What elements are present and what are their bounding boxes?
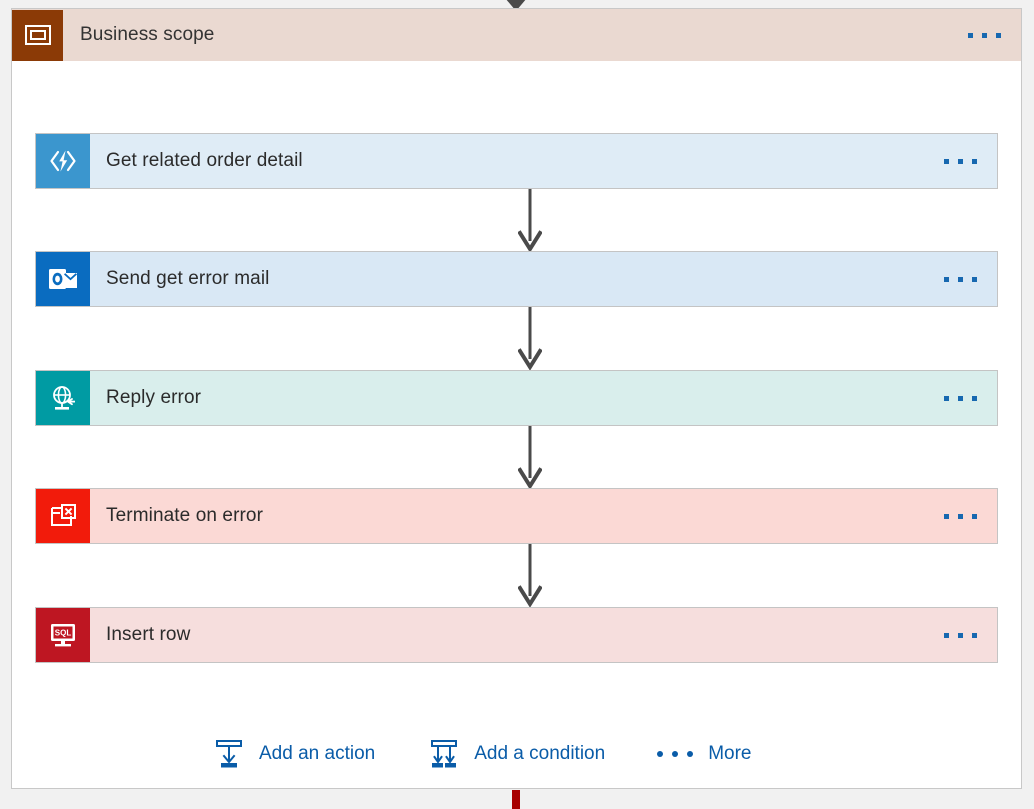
- action-row-get-related-order-detail[interactable]: Get related order detail: [35, 133, 998, 189]
- action-label: Reply error: [106, 387, 202, 408]
- action-row-insert-row[interactable]: SQL Insert row: [35, 607, 998, 663]
- ellipsis-icon: [657, 751, 695, 757]
- scope-title: Business scope: [80, 24, 215, 45]
- action-label: Get related order detail: [106, 150, 303, 171]
- action-ellipsis-menu[interactable]: [944, 632, 997, 638]
- terminate-window-x-icon: [36, 489, 90, 543]
- ellipsis-icon: [968, 32, 1001, 38]
- response-globe-icon: [36, 371, 90, 425]
- action-ellipsis-menu[interactable]: [944, 158, 997, 164]
- connector-arrow: [518, 544, 542, 608]
- add-an-action-button[interactable]: Add an action: [212, 724, 375, 784]
- ellipsis-icon: [944, 632, 977, 638]
- add-a-condition-label: Add a condition: [474, 743, 606, 764]
- action-ellipsis-menu[interactable]: [944, 395, 997, 401]
- action-ellipsis-menu[interactable]: [944, 276, 997, 282]
- outgoing-connector-stub: [512, 790, 520, 809]
- business-scope-container: Business scope Get related order detail: [11, 8, 1022, 789]
- outlook-envelope-icon: [36, 252, 90, 306]
- ellipsis-icon: [944, 276, 977, 282]
- action-row-send-get-error-mail[interactable]: Send get error mail: [35, 251, 998, 307]
- connector-arrow: [518, 307, 542, 371]
- add-condition-icon: [427, 737, 461, 771]
- scope-frame-icon: [12, 9, 63, 61]
- scope-ellipsis-menu[interactable]: [968, 32, 1021, 38]
- incoming-arrowhead-icon: [505, 0, 527, 11]
- ellipsis-icon: [944, 395, 977, 401]
- sql-server-icon: SQL: [36, 608, 90, 662]
- add-an-action-label: Add an action: [259, 743, 376, 764]
- action-ellipsis-menu[interactable]: [944, 513, 997, 519]
- logic-apps-lightning-icon: [36, 134, 90, 188]
- action-row-reply-error[interactable]: Reply error: [35, 370, 998, 426]
- action-row-terminate-on-error[interactable]: Terminate on error: [35, 488, 998, 544]
- connector-arrow: [518, 426, 542, 490]
- add-action-icon: [212, 737, 246, 771]
- more-label: More: [708, 743, 752, 764]
- connector-arrow: [518, 189, 542, 253]
- more-button[interactable]: More: [657, 724, 752, 784]
- ellipsis-icon: [944, 158, 977, 164]
- add-a-condition-button[interactable]: Add a condition: [427, 724, 605, 784]
- svg-text:SQL: SQL: [55, 629, 72, 638]
- scope-actions-toolbar: Add an action Add a condition: [212, 724, 752, 784]
- action-label: Send get error mail: [106, 268, 270, 289]
- ellipsis-icon: [944, 513, 977, 519]
- scope-header[interactable]: Business scope: [12, 9, 1021, 61]
- action-label: Insert row: [106, 624, 191, 645]
- action-label: Terminate on error: [106, 505, 264, 526]
